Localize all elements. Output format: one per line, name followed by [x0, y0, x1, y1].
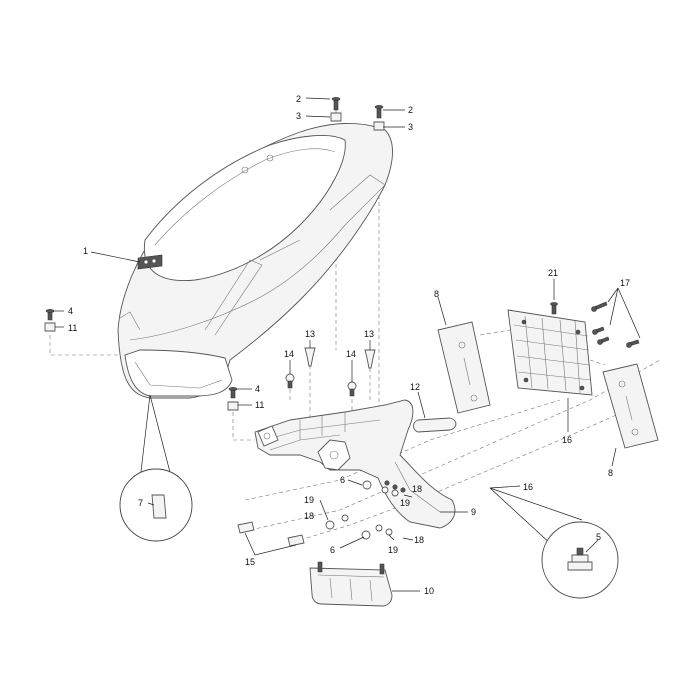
pin-13-left [304, 347, 316, 367]
callout-18-left: 18 [304, 511, 314, 521]
callout-13-right: 13 [364, 329, 374, 339]
plate-bracket-8-left [437, 321, 491, 414]
rear-mudguard-bracket [254, 399, 456, 529]
plate-bracket-8-right [602, 363, 659, 449]
callout-19-lower: 19 [388, 545, 398, 555]
callout-8-right: 8 [608, 468, 613, 478]
callout-5: 5 [596, 532, 601, 542]
callout-6-lower: 6 [330, 545, 335, 555]
license-plate-holder-16 [507, 309, 593, 396]
washers-upper [362, 480, 399, 497]
washers-lower [325, 514, 393, 540]
screw-4-mid [228, 387, 238, 399]
detail-circle-7 [119, 394, 193, 542]
callout-9: 9 [471, 507, 476, 517]
callout-4-mid: 4 [255, 384, 260, 394]
nut-11-mid [227, 401, 239, 411]
screws-17 [591, 301, 640, 348]
rear-body-cover [117, 123, 393, 399]
screw-14-left [285, 373, 295, 389]
clips-15 [237, 521, 305, 547]
pin-13-right [364, 349, 376, 369]
callout-12: 12 [410, 382, 420, 392]
callout-2-left: 2 [296, 94, 301, 104]
callout-10: 10 [424, 586, 434, 596]
screw-2-left [331, 97, 341, 111]
callout-8-left: 8 [434, 289, 439, 299]
nut-11-left [44, 322, 56, 332]
callout-3-right: 3 [408, 122, 413, 132]
rear-light-10 [309, 561, 393, 607]
callout-7: 7 [138, 498, 143, 508]
nut-3-right [373, 121, 385, 131]
callout-17: 17 [620, 278, 630, 288]
callout-16-dash: 16 [523, 482, 533, 492]
callout-19-upper: 19 [400, 498, 410, 508]
leader-lines [53, 97, 641, 592]
nut-3-left [330, 112, 342, 122]
callout-2-right: 2 [408, 105, 413, 115]
callout-4-left: 4 [68, 306, 73, 316]
screw-14-right [347, 381, 357, 397]
screw-21 [550, 302, 558, 315]
detail-circle-5 [489, 487, 619, 599]
reflector-12 [413, 417, 457, 433]
callout-14-left: 14 [284, 349, 294, 359]
callout-18-lower: 18 [414, 535, 424, 545]
callout-13-left: 13 [305, 329, 315, 339]
callout-11-left: 11 [68, 323, 77, 333]
callout-1: 1 [83, 246, 88, 256]
callout-18-upper: 18 [412, 484, 422, 494]
callout-15: 15 [245, 557, 255, 567]
callout-6-upper: 6 [340, 475, 345, 485]
callout-16-holder: 16 [562, 435, 572, 445]
callout-labels: 1 2 3 2 3 4 11 4 11 13 13 14 14 8 12 21 … [68, 94, 630, 596]
callout-19-left: 19 [304, 495, 314, 505]
callout-14-right: 14 [346, 349, 356, 359]
screw-2-right [374, 105, 384, 119]
callout-3-left: 3 [296, 111, 301, 121]
screw-4-left [45, 309, 55, 321]
callout-21: 21 [548, 268, 558, 278]
callout-11-mid: 11 [255, 400, 264, 410]
